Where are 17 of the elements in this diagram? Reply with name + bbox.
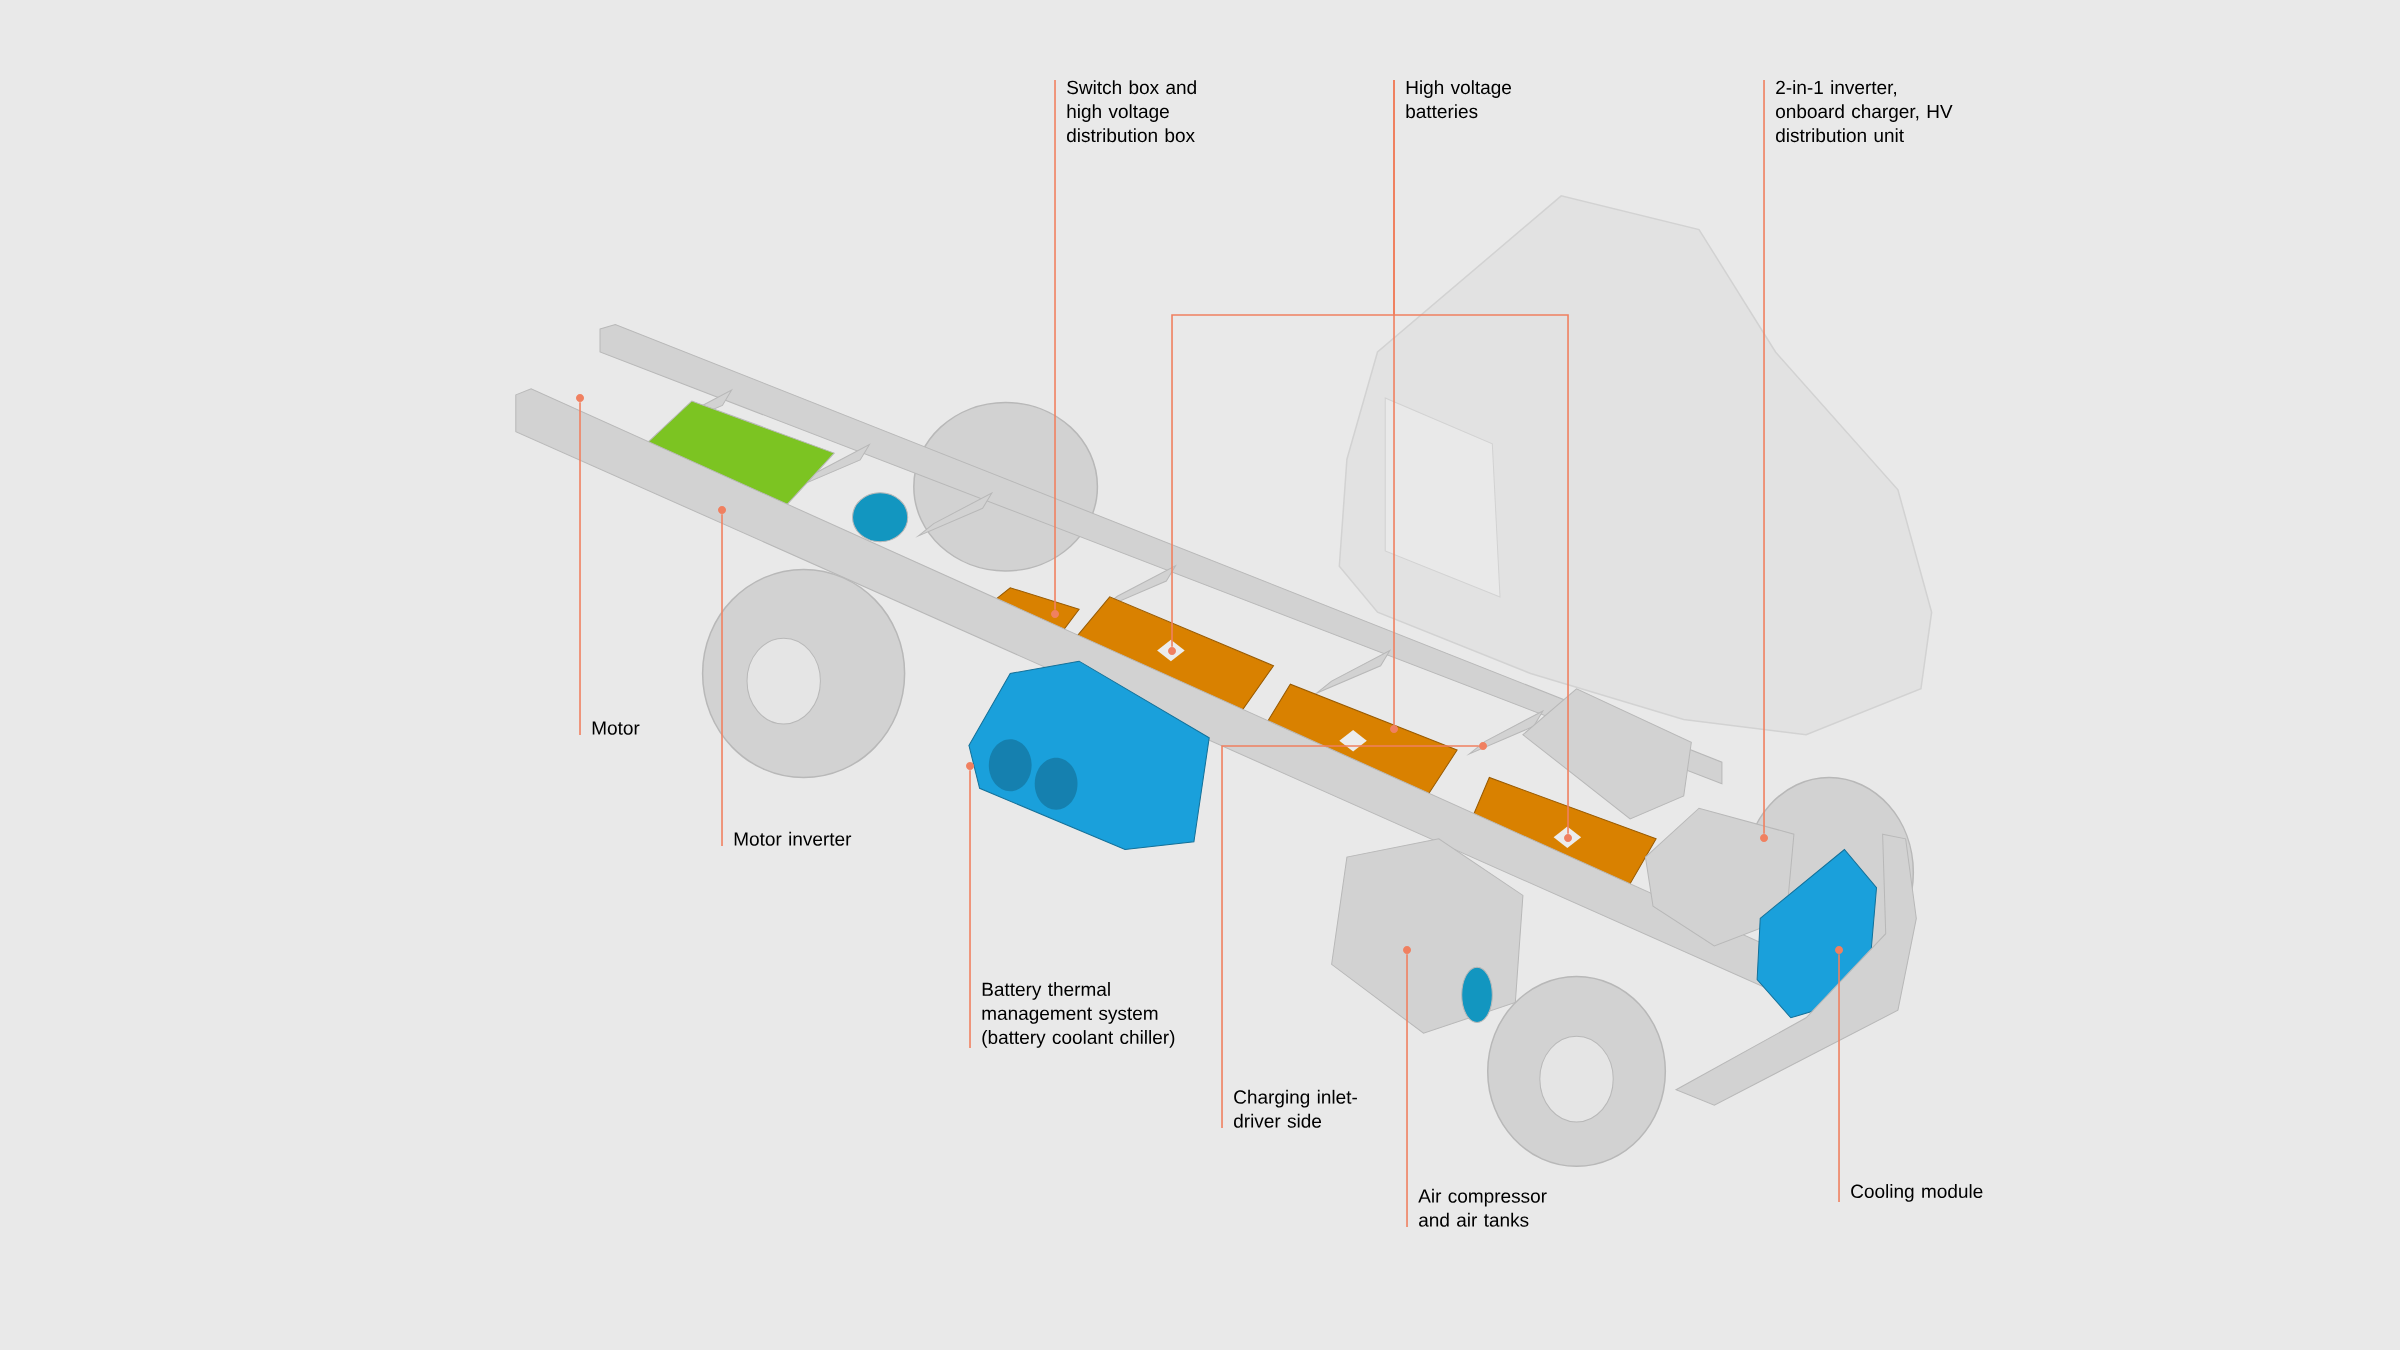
- leader-line: [1221, 745, 1480, 1129]
- callout-label: Air compressor and air tanks: [1418, 1188, 1547, 1227]
- callout-label: High voltage batteries: [1406, 80, 1512, 119]
- leader-line: [1393, 79, 1569, 835]
- callout-label: Switch box and high voltage distribution box: [1067, 80, 1196, 143]
- leader-line: [579, 401, 581, 736]
- callout-label: Motor inverter: [734, 831, 852, 846]
- callout-label: Motor: [592, 721, 640, 735]
- leader-line: [969, 769, 971, 1049]
- callout-label: Cooling module: [1851, 1184, 1983, 1202]
- leader-line: [1054, 79, 1056, 611]
- callout-label: Charging inlet-driver side: [1234, 1089, 1357, 1128]
- leader-line: [1763, 79, 1765, 835]
- leader-line: [721, 513, 723, 847]
- callout-label: Battery thermal management system (battery coolant chiller): [982, 982, 1175, 1048]
- leader-line: [1406, 953, 1408, 1228]
- callout-label: 2-in-1 inverter, onboard charger, HV distribution unit: [1776, 80, 1953, 143]
